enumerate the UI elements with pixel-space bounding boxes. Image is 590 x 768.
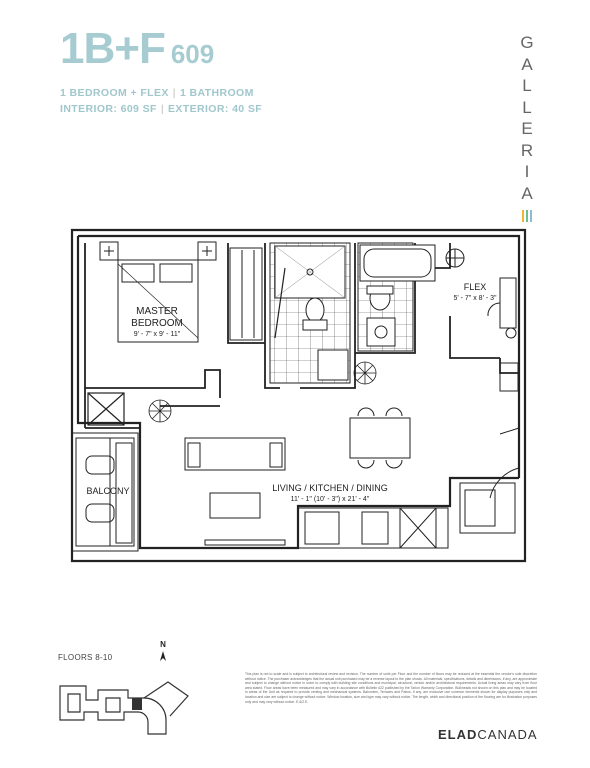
galleria-logo: G A L L E R I A <box>516 32 538 222</box>
logo-stripe-green <box>526 210 528 222</box>
developer-logo: ELADCANADA <box>438 727 538 742</box>
key-plan-unit-highlight <box>132 698 142 710</box>
balcony <box>71 432 139 552</box>
main-bath <box>357 242 436 352</box>
sofa <box>184 437 286 546</box>
living-label: LIVING / KITCHEN / DINING <box>272 483 388 493</box>
storage-unit <box>87 392 125 426</box>
entry-door <box>489 467 520 499</box>
unit-number: 609 <box>170 39 215 69</box>
closet <box>229 247 263 341</box>
bed <box>99 241 217 343</box>
spec-bathrooms: 1 BATHROOM <box>179 87 254 99</box>
plant-icon <box>353 361 377 385</box>
spec-interior: INTERIOR: 609 SF <box>60 103 157 115</box>
unit-spec-area: INTERIOR: 609 SF|EXTERIOR: 40 SF <box>60 103 263 115</box>
north-arrow-icon <box>160 651 166 661</box>
balcony-label: BALCONY <box>86 486 129 496</box>
logo-stripe-blue <box>530 210 532 222</box>
developer-name-bold: ELAD <box>438 727 478 742</box>
floor-plan: MASTER BEDROOM 9' - 7" x 9' - 11" FLEX 5… <box>70 228 527 563</box>
floors-label: FLOORS 8-10 <box>58 653 113 662</box>
legal-disclaimer: This plan is not to scale and is subject… <box>245 672 537 704</box>
spec-bedrooms: 1 BEDROOM + FLEX <box>60 87 169 99</box>
logo-stripe-yellow <box>522 210 524 222</box>
key-plan <box>59 681 189 735</box>
ensuite-bath <box>269 242 351 384</box>
spec-exterior: EXTERIOR: 40 SF <box>167 103 263 115</box>
north-label: N <box>160 640 166 649</box>
kitchen <box>297 482 516 549</box>
master-bedroom-dims: 9' - 7" x 9' - 11" <box>134 331 181 338</box>
north-indicator: N <box>155 640 171 667</box>
unit-spec-rooms: 1 BEDROOM + FLEX|1 BATHROOM <box>60 87 254 99</box>
developer-name-rest: CANADA <box>477 727 538 742</box>
dining-table <box>349 407 411 469</box>
plant-icon-2 <box>148 399 172 423</box>
flex-dims: 5' - 7" x 8' - 3" <box>453 295 497 302</box>
flex-label: FLEX <box>464 282 487 292</box>
entry-door-leaf <box>499 427 520 435</box>
master-bedroom-label-1: MASTER <box>136 306 178 317</box>
unit-code: 1B+F <box>60 24 166 73</box>
flex-furniture <box>445 248 519 392</box>
master-bedroom-label-2: BEDROOM <box>131 318 183 329</box>
logo-stripes <box>522 210 532 222</box>
living-dims: 11' - 1" (10' - 3") x 21' - 4" <box>291 496 370 503</box>
